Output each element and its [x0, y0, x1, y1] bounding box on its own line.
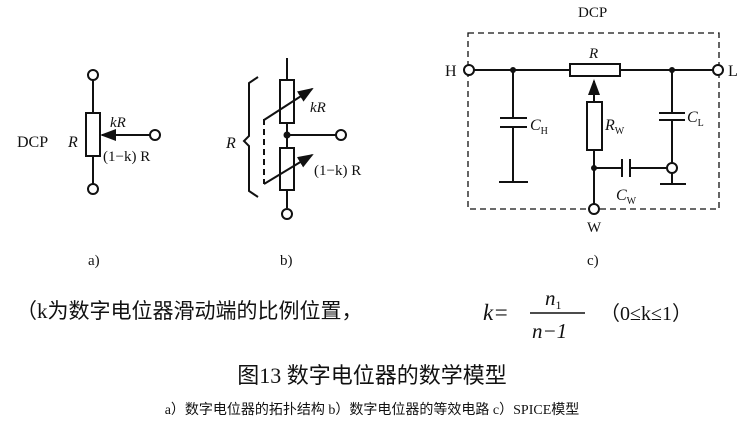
terminal-l	[712, 64, 724, 76]
formula-prefix: （k为数字电位器滑动端的比例位置，	[16, 299, 363, 323]
figure-caption: a）数字电位器的拓扑结构 b）数字电位器的等效电路 c）SPICE模型	[165, 401, 580, 418]
formula: （k为数字电位器滑动端的比例位置， k= n1 n−1 （0≤k≤1）	[16, 286, 692, 343]
panel-a-label: a)	[88, 253, 100, 269]
variable-arrow	[263, 153, 314, 185]
brace	[242, 76, 259, 198]
cl-label: CL	[687, 109, 704, 129]
dcp-label: DCP	[17, 134, 48, 151]
r-label: R	[225, 135, 236, 152]
r-label: R	[67, 134, 78, 151]
l-label: L	[728, 63, 738, 80]
dcp-label: DCP	[578, 5, 607, 21]
rest-label: (1−k) R	[103, 149, 150, 165]
formula-range: （0≤k≤1）	[600, 302, 692, 325]
cw-label: CW	[616, 187, 637, 207]
terminal-w	[588, 203, 600, 215]
terminal	[87, 183, 99, 195]
k-equals: k=	[483, 300, 509, 325]
potentiometer-resistor	[85, 112, 101, 157]
rw-label: RW	[604, 117, 625, 137]
h-label: H	[445, 63, 457, 80]
kr-label: kR	[110, 115, 126, 131]
panel-b: R kR (1−k) R b)	[225, 58, 361, 269]
ch-label: CH	[530, 117, 548, 137]
panel-a: DCP R kR (1−k) R a)	[17, 69, 161, 269]
resistor-rw	[586, 101, 603, 151]
variable-arrow	[263, 87, 314, 121]
panel-b-label: b)	[280, 253, 293, 269]
numerator: n1	[545, 286, 562, 312]
terminal-h	[463, 64, 475, 76]
resistor-r	[569, 63, 621, 77]
terminal	[281, 208, 293, 220]
w-label: W	[587, 220, 602, 236]
figure-title: 图13 数字电位器的数学模型	[237, 363, 507, 388]
rest-label: (1−k) R	[314, 163, 361, 179]
terminal	[335, 129, 347, 141]
kr-label: kR	[310, 100, 326, 116]
denominator: n−1	[532, 319, 567, 343]
terminal	[87, 69, 99, 81]
terminal	[149, 129, 161, 141]
r-label: R	[588, 46, 598, 62]
panel-c-label: c)	[587, 253, 599, 269]
panel-c: DCP H L W R CH RW CL CW c)	[445, 5, 738, 269]
